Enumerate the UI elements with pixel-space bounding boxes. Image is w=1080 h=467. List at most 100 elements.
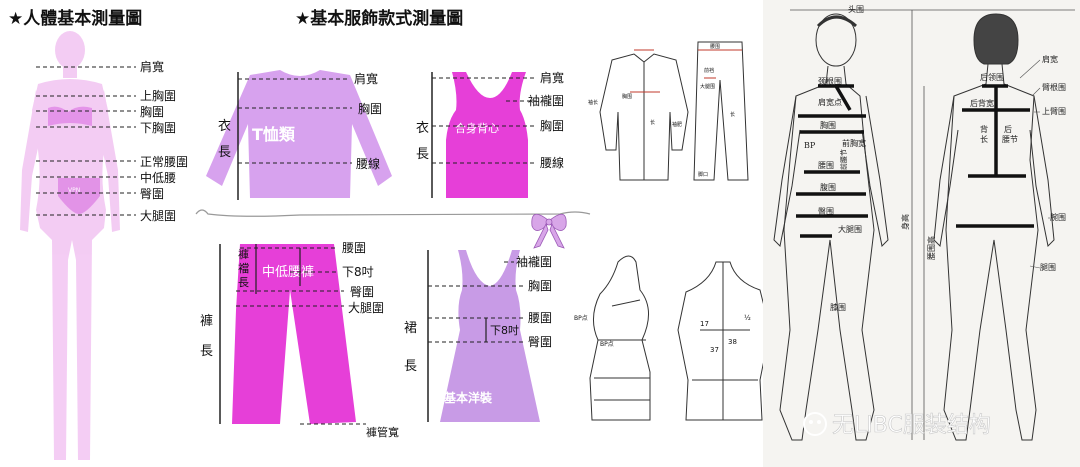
form-bp-2: BP点 [600, 340, 614, 348]
panel-garment-sketches: 袖长 胸围 长 袖肥 腰围 前裆 大腿围 长 脚口 BP点 BP点 [574, 41, 771, 421]
label-waist: 正常腰圍 [140, 155, 188, 169]
front-knee: 膝围 [830, 302, 846, 312]
shirt-side: 袖长 [588, 99, 598, 106]
front-labels: 头围 颈根围 肩宽点 胸围 BP 前胸宽 腰围 腹围 臀围 大腿围 膝围 [804, 4, 866, 312]
front-bust-line: 前胸宽 [842, 138, 866, 148]
tshirt-length-2: 長 [218, 145, 231, 160]
panel-body-basic: ★人體基本測量圖 VPN 肩寬 上胸圍 胸圍 [8, 8, 188, 460]
front-height: 身高 [900, 214, 910, 230]
dress-armhole: 袖襱圍 [516, 254, 552, 269]
label-thigh: 大腿圍 [140, 209, 176, 223]
pants-crotch-3: 長 [238, 276, 249, 289]
front-head: 头围 [848, 4, 864, 14]
back-labels: 后领围 后背宽 背 长 后 腰节 肩宽 臂根围 上臂围 腕围 腿围 [970, 54, 1066, 272]
pants-thigh: 大腿圍 [348, 301, 384, 315]
pants-sk-thigh: 大腿围 [700, 83, 715, 90]
front-crotch-height: 腰围高 [926, 236, 936, 260]
form-bp-1: BP点 [574, 314, 588, 322]
bow-icon [531, 213, 567, 249]
body-silhouette [20, 31, 120, 460]
dress-length-2: 長 [404, 359, 417, 374]
back-waist-1: 后 [1004, 124, 1012, 134]
shirt-sketch: 袖长 胸围 长 袖肥 [588, 49, 689, 181]
back-measure-bands [956, 84, 1034, 228]
pants-diagram: 中低腰褲 褲 襠 長 褲 長 腰圍 下8吋 臀圍 大腿圍 褲管寬 [200, 241, 399, 439]
tshirt-length-1: 衣 [218, 118, 231, 134]
front-bp: BP [804, 141, 816, 150]
pants-sk-waist: 腰围 [710, 44, 720, 50]
tshirt-name: T恤類 [252, 125, 296, 144]
divider-swirl [195, 209, 591, 217]
pants-drop: 下8吋 [342, 265, 374, 279]
front-shoulder: 肩宽点 [818, 97, 842, 107]
pants-name: 中低腰褲 [262, 265, 314, 280]
height-lines [911, 10, 925, 440]
dress-chest: 胸圍 [528, 278, 552, 293]
wechat-icon [803, 412, 827, 436]
label-under-chest: 下胸圍 [140, 120, 176, 135]
pants-shape [232, 244, 356, 424]
tshirt-shoulder: 肩寬 [354, 71, 378, 86]
form-n4: 38 [728, 338, 737, 346]
back-leader-lines [1019, 59, 1050, 269]
pants-crotch-1: 褲 [238, 247, 249, 261]
pants-hip: 臀圍 [350, 285, 374, 299]
tank-waistline: 腰線 [540, 155, 564, 170]
tshirt-shape [206, 70, 392, 198]
dress-shape [440, 250, 540, 422]
front-waist: 腰围 [818, 161, 834, 170]
panel-figure-detailed: 头围 颈根围 肩宽点 胸围 BP 前胸宽 腰围 腹围 臀围 大腿围 膝围 身高 … [763, 0, 1080, 467]
pants-hem: 褲管寬 [366, 425, 399, 439]
pants-sk-hem: 脚口 [698, 171, 708, 178]
dress-length-1: 裙 [404, 321, 417, 336]
form-n1: 17 [700, 320, 709, 328]
shirt-length: 长 [650, 119, 655, 126]
dress-form-right: 17 ½ 37 38 [677, 261, 771, 421]
label-upper-chest: 上胸圍 [140, 88, 176, 103]
pants-waist: 腰圍 [342, 241, 366, 255]
tank-shoulder: 肩寬 [540, 70, 564, 85]
front-measure-bands [796, 84, 868, 238]
tshirt-diagram: T恤類 衣 長 肩寬 胸圍 腰線 [206, 70, 392, 200]
label-chest: 胸圍 [140, 104, 164, 119]
label-shoulder: 肩寬 [140, 59, 164, 74]
tank-name: 合身背心 [455, 121, 499, 135]
tank-diagram: 合身背心 衣 長 肩寬 袖襱圍 胸圍 腰線 [416, 70, 564, 198]
pants-length-1: 褲 [200, 314, 213, 329]
dress-waist: 腰圍 [528, 311, 552, 325]
dress-name: 基本洋裝 [443, 390, 493, 405]
dress-diagram: 基本洋裝 裙 長 袖襱圍 胸圍 腰圍 下8吋 臀圍 [404, 250, 552, 422]
back-shoulder: 肩宽 [1042, 54, 1058, 64]
tshirt-waistline: 腰線 [356, 156, 380, 171]
front-hip: 臀围 [818, 207, 834, 216]
shirt-sleeve: 袖肥 [672, 121, 682, 128]
dress-hip: 臀圍 [528, 335, 552, 349]
panel-garment-styles: ★基本服飾款式測量圖 T恤類 衣 長 肩寬 胸圍 腰線 合身背心 [195, 8, 591, 439]
back-waist-2: 腰节 [1002, 135, 1018, 144]
form-n3: 37 [710, 346, 719, 354]
back-width: 后背宽 [970, 98, 994, 108]
tank-chest: 胸圍 [540, 118, 564, 133]
back-neck: 后领围 [980, 72, 1004, 82]
dress-form-left: BP点 BP点 [574, 255, 651, 421]
front-figure [773, 13, 889, 441]
watermark: 无LIBC服装结构 [803, 412, 991, 438]
dress-drop: 下8吋 [490, 324, 519, 337]
pants-sketch: 腰围 前裆 大腿围 长 脚口 [693, 41, 749, 181]
back-figure [933, 13, 1055, 441]
front-neck: 颈根围 [818, 76, 842, 86]
pants-length-2: 長 [200, 344, 213, 359]
front-inseam: 前腰节 [839, 149, 848, 170]
tank-length-1: 衣 [416, 120, 429, 136]
panel2-title: ★基本服飾款式測量圖 [295, 8, 463, 29]
pants-sk-length: 长 [730, 111, 735, 118]
front-belly: 腹围 [820, 182, 836, 192]
figure-panel-bg [763, 0, 1080, 467]
front-thigh: 大腿围 [838, 224, 862, 234]
label-hip: 臀圍 [140, 187, 164, 201]
tank-length-2: 長 [416, 147, 429, 162]
body-measure-lines [36, 66, 136, 216]
body-text: VPN [68, 187, 80, 194]
